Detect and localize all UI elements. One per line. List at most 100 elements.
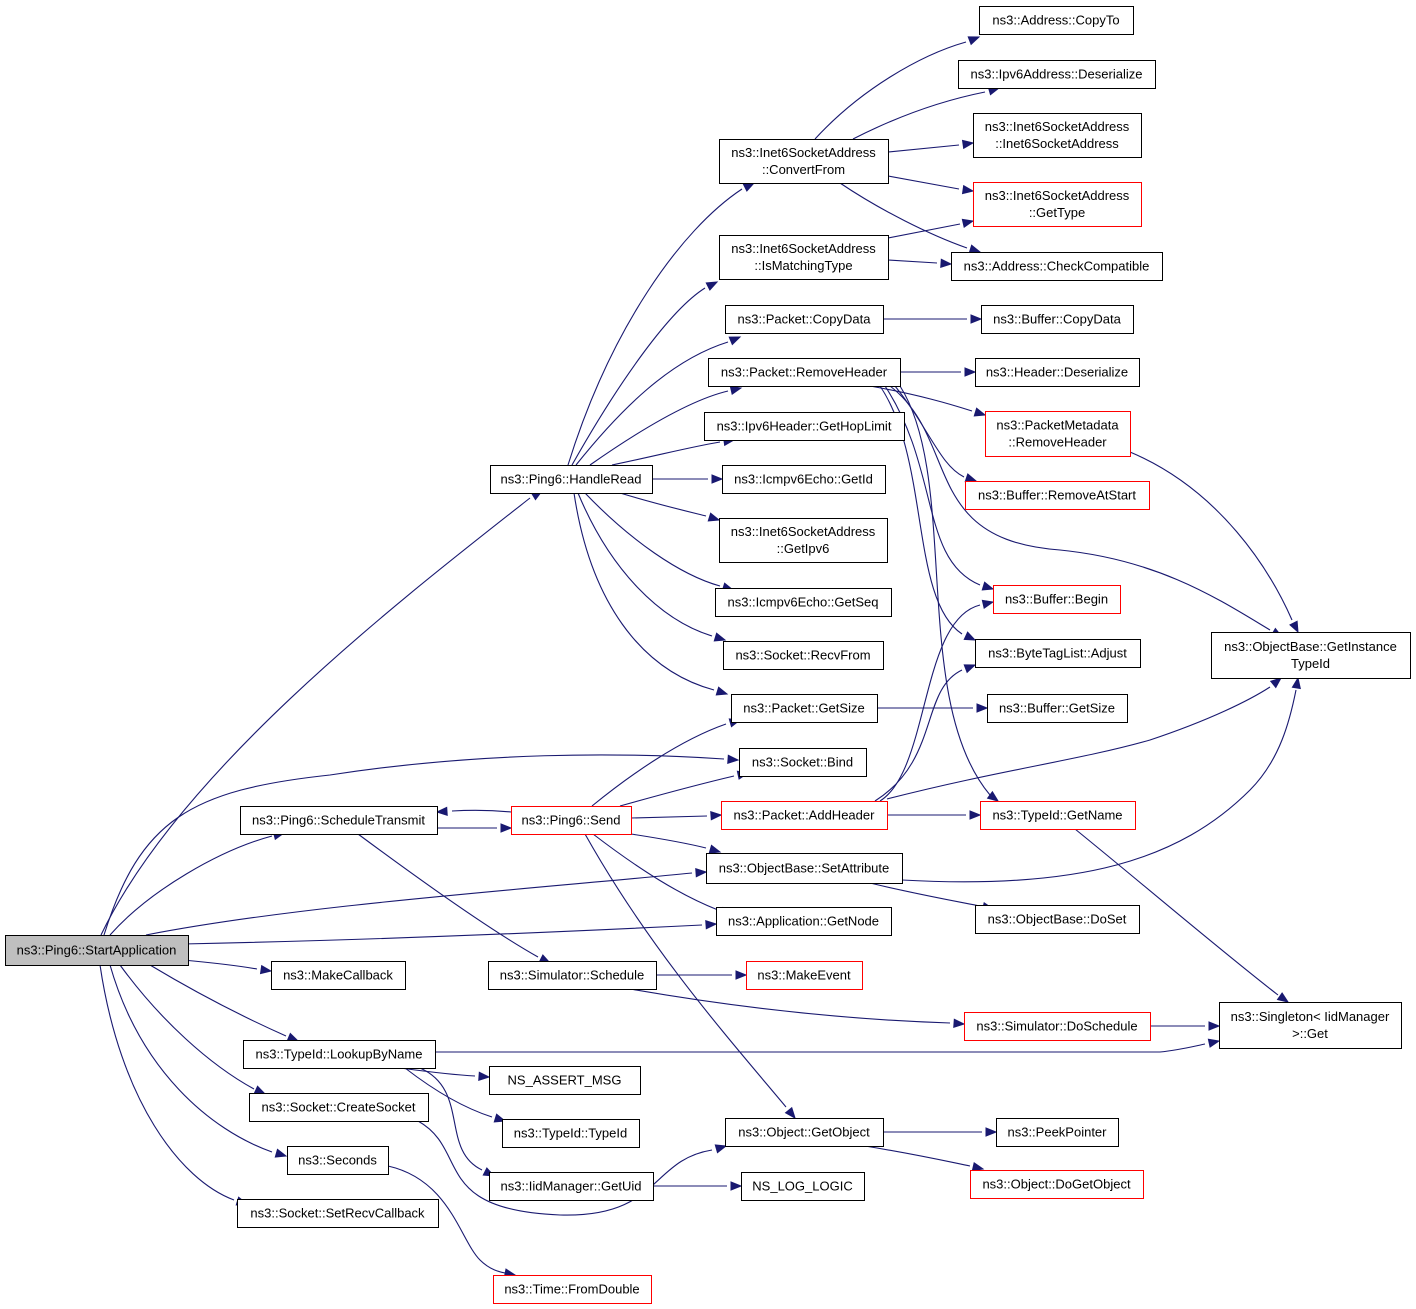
arrowhead <box>714 1144 728 1154</box>
node-start[interactable]: ns3::Ping6::StartApplication <box>5 935 189 966</box>
node-is-matching-type[interactable]: ns3::Inet6SocketAddress::IsMatchingType <box>719 235 889 280</box>
node-pkt-remove-header[interactable]: ns3::Packet::RemoveHeader <box>708 358 901 387</box>
node-label: ns3::Socket::RecvFrom <box>735 648 870 663</box>
node-do-set[interactable]: ns3::ObjectBase::DoSet <box>975 905 1140 934</box>
edge-start-to-make-callback <box>182 959 258 970</box>
node-seconds[interactable]: ns3::Seconds <box>287 1146 389 1175</box>
node-label: ::GetType <box>1029 205 1085 220</box>
node-box <box>973 113 1142 158</box>
node-set-attribute[interactable]: ns3::ObjectBase::SetAttribute <box>706 853 903 884</box>
edge-set-attribute-to-do-set <box>869 882 981 907</box>
edge-is-matching-type-to-check-compatible <box>887 259 938 264</box>
node-box <box>1211 632 1411 679</box>
arrowhead <box>1289 620 1299 634</box>
node-box <box>721 801 888 830</box>
edge-pkt-add-header-to-byte-tag-adjust <box>874 669 963 802</box>
node-box <box>511 806 632 835</box>
arrowhead <box>940 258 953 268</box>
node-socket-bind[interactable]: ns3::Socket::Bind <box>739 748 867 777</box>
node-from-double[interactable]: ns3::Time::FromDouble <box>493 1275 652 1304</box>
node-lookup-by-name[interactable]: ns3::TypeId::LookupByName <box>243 1040 436 1069</box>
call-nodes: ns3::Ping6::StartApplication ns3::Ping6::… <box>5 6 1411 1304</box>
node-box <box>725 1118 884 1147</box>
node-box <box>489 1172 654 1201</box>
node-label: ns3::Icmpv6Echo::GetId <box>734 472 873 487</box>
node-inet6-get-type[interactable]: ns3::Inet6SocketAddress::GetType <box>973 182 1142 227</box>
node-label: ns3::MakeEvent <box>757 968 851 983</box>
node-buf-copy-data[interactable]: ns3::Buffer::CopyData <box>981 305 1134 334</box>
arrowhead <box>981 581 995 591</box>
edge-schedule-transmit-to-sim-schedule <box>357 833 539 958</box>
arrowhead <box>953 1018 966 1028</box>
node-send[interactable]: ns3::Ping6::Send <box>511 806 632 835</box>
node-schedule-transmit[interactable]: ns3::Ping6::ScheduleTransmit <box>240 806 438 835</box>
edge-start-to-seconds <box>109 964 273 1153</box>
node-convert-from[interactable]: ns3::Inet6SocketAddress::ConvertFrom <box>719 139 889 184</box>
node-log-logic[interactable]: NS_LOG_LOGIC <box>741 1172 865 1201</box>
node-box <box>951 252 1163 281</box>
node-peek-pointer[interactable]: ns3::PeekPointer <box>996 1118 1119 1147</box>
edge-handle-read-to-pkt-copy-data <box>575 341 729 466</box>
node-sim-schedule[interactable]: ns3::Simulator::Schedule <box>488 961 657 990</box>
node-ipv6-deserialize[interactable]: ns3::Ipv6Address::Deserialize <box>958 60 1156 89</box>
node-box <box>973 182 1142 227</box>
edge-handle-read-to-icmp-get-seq <box>584 492 721 587</box>
node-handle-read[interactable]: ns3::Ping6::HandleRead <box>490 465 653 494</box>
node-label: ::GetIpv6 <box>777 541 830 556</box>
node-do-get-object[interactable]: ns3::Object::DoGetObject <box>970 1170 1144 1199</box>
node-assert-msg[interactable]: NS_ASSERT_MSG <box>489 1066 641 1095</box>
node-make-event[interactable]: ns3::MakeEvent <box>746 961 863 990</box>
node-do-schedule[interactable]: ns3::Simulator::DoSchedule <box>964 1012 1151 1041</box>
node-box <box>996 1118 1119 1147</box>
node-make-callback[interactable]: ns3::MakeCallback <box>271 961 406 990</box>
node-addr-copy-to[interactable]: ns3::Address::CopyTo <box>979 6 1134 35</box>
node-icmp-get-id[interactable]: ns3::Icmpv6Echo::GetId <box>722 465 886 494</box>
node-type-id-get-name[interactable]: ns3::TypeId::GetName <box>980 801 1136 830</box>
node-box <box>958 60 1156 89</box>
node-inet6-ctor[interactable]: ns3::Inet6SocketAddress::Inet6SocketAddr… <box>973 113 1142 158</box>
arrowhead <box>742 182 756 192</box>
arrowhead <box>1276 992 1290 1003</box>
node-label: ns3::Socket::CreateSocket <box>262 1100 416 1115</box>
arrowhead <box>708 844 722 854</box>
node-buf-get-size[interactable]: ns3::Buffer::GetSize <box>987 694 1128 723</box>
node-label: ns3::Ping6::ScheduleTransmit <box>252 813 425 828</box>
node-singleton-get[interactable]: ns3::Singleton< IidManager >::Get <box>1219 1002 1402 1049</box>
edge-is-matching-type-to-inet6-get-type <box>887 223 961 239</box>
node-set-recv-callback[interactable]: ns3::Socket::SetRecvCallback <box>237 1199 439 1228</box>
node-label: ns3::Socket::Bind <box>752 755 853 770</box>
edge-lookup-by-name-to-type-id-ctor <box>404 1067 493 1118</box>
node-ipv6-get-hop-limit[interactable]: ns3::Ipv6Header::GetHopLimit <box>704 412 905 441</box>
node-byte-tag-adjust[interactable]: ns3::ByteTagList::Adjust <box>975 639 1141 668</box>
node-icmp-get-seq[interactable]: ns3::Icmpv6Echo::GetSeq <box>715 588 892 617</box>
edge-lookup-by-name-to-singleton-get <box>435 1043 1206 1053</box>
arrowhead <box>971 1162 985 1172</box>
edge-start-to-set-attribute <box>145 872 693 936</box>
node-box <box>722 465 886 494</box>
arrowhead <box>973 407 987 417</box>
node-get-ipv6[interactable]: ns3::Inet6SocketAddress::GetIpv6 <box>719 518 888 563</box>
node-check-compatible[interactable]: ns3::Address::CheckCompatible <box>951 252 1163 281</box>
node-pkt-copy-data[interactable]: ns3::Packet::CopyData <box>725 305 884 334</box>
node-buf-begin[interactable]: ns3::Buffer::Begin <box>993 585 1121 614</box>
node-label: ns3::ObjectBase::DoSet <box>988 912 1127 927</box>
node-pkt-get-size[interactable]: ns3::Packet::GetSize <box>731 694 878 723</box>
arrowhead <box>728 336 742 346</box>
edge-start-to-handle-read <box>100 497 531 936</box>
node-label: >::Get <box>1292 1026 1328 1041</box>
node-create-socket[interactable]: ns3::Socket::CreateSocket <box>249 1093 429 1122</box>
arrowhead <box>967 36 981 46</box>
node-box <box>488 961 657 990</box>
arrowhead <box>986 790 1000 802</box>
node-type-id-ctor[interactable]: ns3::TypeId::TypeId <box>502 1119 640 1148</box>
node-hdr-deserialize[interactable]: ns3::Header::Deserialize <box>975 358 1140 387</box>
node-get-node[interactable]: ns3::Application::GetNode <box>716 907 892 936</box>
node-recv-from[interactable]: ns3::Socket::RecvFrom <box>723 641 884 670</box>
node-buf-remove-at-start[interactable]: ns3::Buffer::RemoveAtStart <box>965 481 1150 510</box>
node-iid-get-uid[interactable]: ns3::IidManager::GetUid <box>489 1172 654 1201</box>
node-pkt-add-header[interactable]: ns3::Packet::AddHeader <box>721 801 888 830</box>
node-pm-remove-header[interactable]: ns3::PacketMetadata::RemoveHeader <box>985 411 1131 457</box>
node-get-object[interactable]: ns3::Object::GetObject <box>725 1118 884 1147</box>
node-label: ns3::Buffer::CopyData <box>993 312 1121 327</box>
